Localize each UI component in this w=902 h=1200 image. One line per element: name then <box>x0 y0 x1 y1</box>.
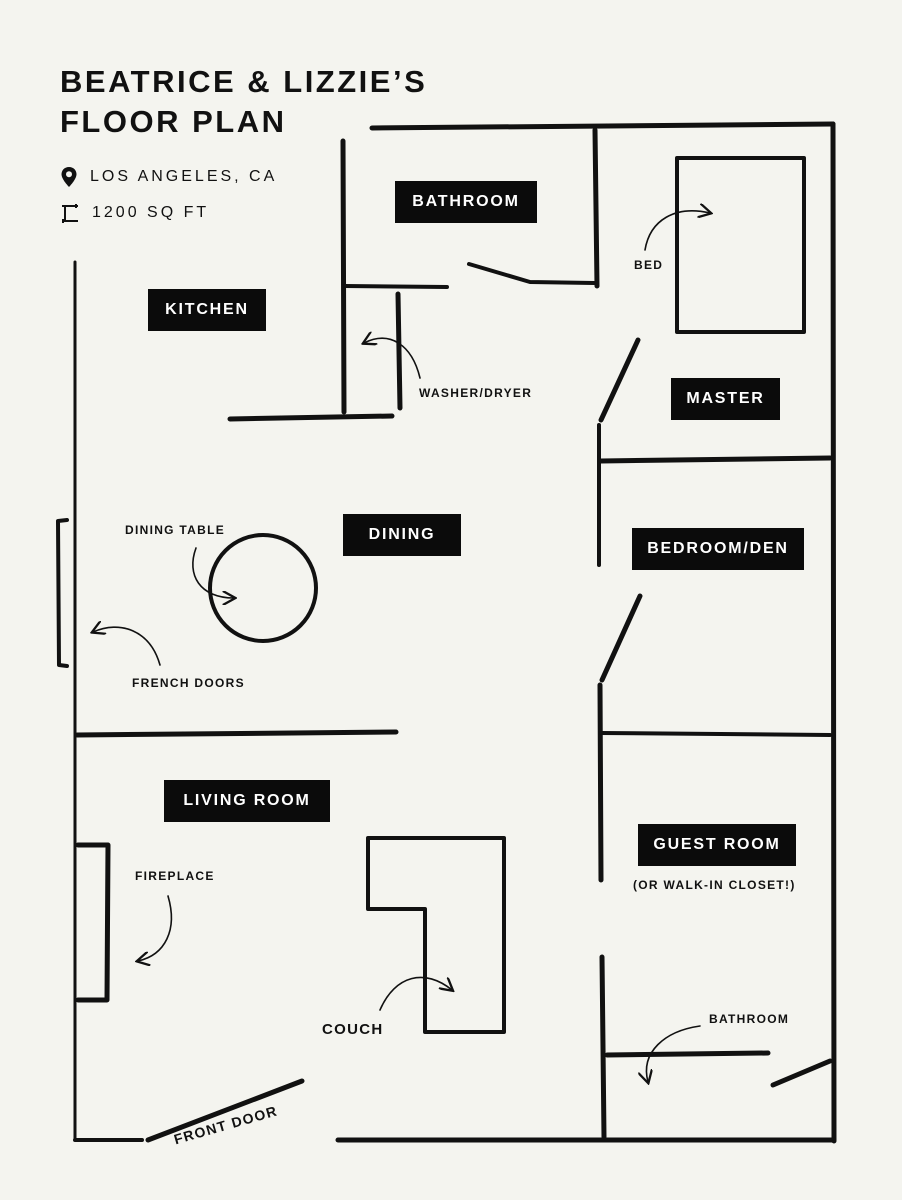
room-label-kitchen: KITCHEN <box>148 289 266 331</box>
exterior-wall-right <box>830 121 837 1144</box>
annotation-couch: COUCH <box>322 1021 384 1038</box>
annotation-fireplace: FIREPLACE <box>135 869 215 883</box>
annotation-bathroom: BATHROOM <box>709 1012 790 1026</box>
french-doors-arrow <box>93 627 161 666</box>
room-label-dining: DINING <box>343 514 461 556</box>
couch <box>366 836 506 1034</box>
fireplace <box>75 842 111 1003</box>
wall-den-guest <box>599 731 832 737</box>
annotation-dining-table: DINING TABLE <box>125 523 226 537</box>
wall-laundry-top <box>343 284 449 289</box>
room-label-guest-room: GUEST ROOM <box>638 824 796 866</box>
location-row: LOS ANGELES, CA <box>60 166 277 188</box>
annotation-guest-room-note: (OR WALK-IN CLOSET!) <box>633 878 796 892</box>
square-footage-icon <box>62 204 78 223</box>
bathroom-bottom-arrow <box>647 1025 701 1082</box>
bathroom-door <box>467 262 596 285</box>
location-text: LOS ANGELES, CA <box>90 168 278 185</box>
room-label-bathroom: BATHROOM <box>395 181 537 223</box>
washer-dryer-arrow <box>364 338 421 379</box>
bed <box>675 156 806 334</box>
bed-arrow <box>644 211 710 251</box>
plan-title-line-2: FLOOR PLAN <box>60 104 287 139</box>
wall-laundry-right <box>395 291 403 411</box>
dining-table <box>208 533 318 643</box>
master-door <box>598 337 641 423</box>
area-row: 1200 SQ FT <box>60 203 209 223</box>
room-label-master: MASTER <box>671 378 780 420</box>
wall-kitchen-bathroom <box>340 138 347 415</box>
annotation-washer-dryer: WASHER/DRYER <box>419 386 533 400</box>
wall-bathroom-guest <box>604 1050 771 1058</box>
front-door <box>145 1078 305 1143</box>
couch-arrow <box>379 976 452 1011</box>
den-door <box>599 593 643 683</box>
map-pin-icon <box>61 167 77 187</box>
plan-title-line-1: BEATRICE & LIZZIE’S <box>60 64 428 99</box>
plan-title: BEATRICE & LIZZIE’S FLOOR PLAN <box>60 62 427 142</box>
wall-master-den <box>598 455 833 464</box>
wall-guest-lower <box>599 954 607 1140</box>
dining-table-arrow <box>192 547 234 598</box>
room-label-living-room: LIVING ROOM <box>164 780 330 822</box>
exterior-wall-top <box>369 121 836 131</box>
room-label-bedroom-den: BEDROOM/DEN <box>632 528 804 570</box>
wall-kitchen-bottom <box>227 413 395 422</box>
annotation-french-doors: FRENCH DOORS <box>132 676 245 690</box>
wall-den-lower <box>597 682 604 883</box>
french-doors <box>56 518 69 668</box>
area-text: 1200 SQ FT <box>92 204 210 221</box>
wall-bathroom-master <box>592 127 600 289</box>
wall-dining-living <box>74 729 399 738</box>
bathroom-door-bottom <box>770 1058 833 1088</box>
fireplace-arrow <box>138 895 173 961</box>
annotation-bed: BED <box>634 258 664 272</box>
